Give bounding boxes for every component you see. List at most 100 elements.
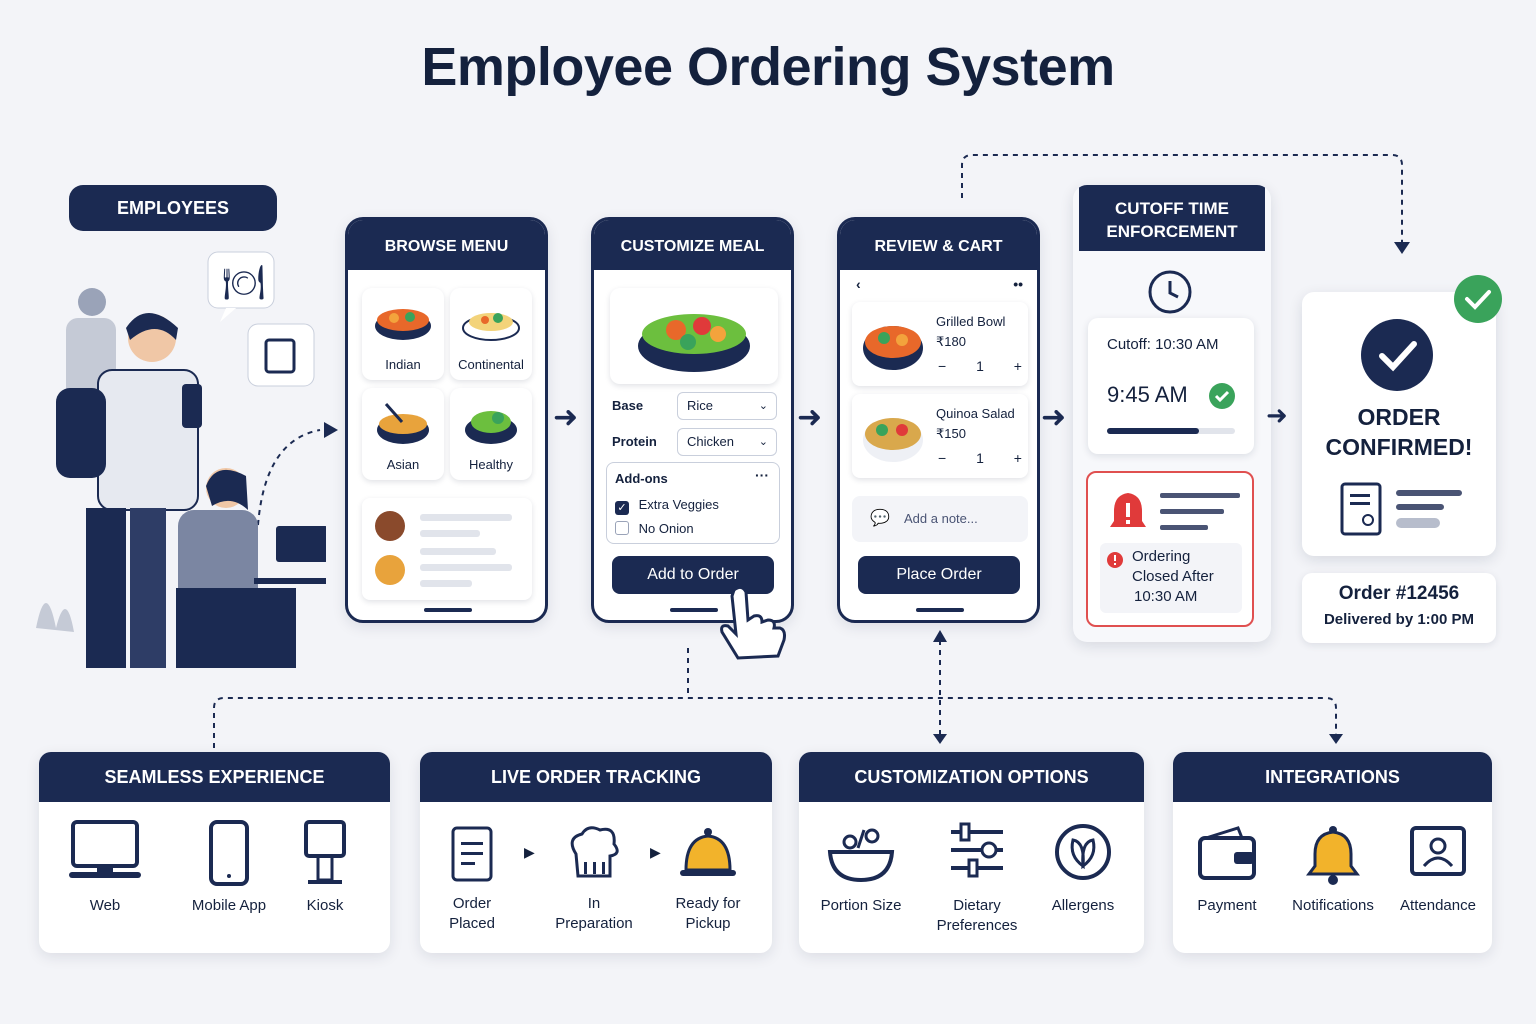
cutoff-status-card: Cutoff: 10:30 AM 9:45 AM bbox=[1088, 318, 1254, 454]
card-title: LIVE ORDER TRACKING bbox=[420, 752, 772, 802]
addon-label: No Onion bbox=[638, 521, 694, 536]
decrement-button[interactable]: − bbox=[938, 450, 947, 466]
card-title: CUSTOMIZATION OPTIONS bbox=[799, 752, 1144, 802]
success-badge-icon bbox=[1454, 275, 1502, 323]
grilled-bowl-icon bbox=[863, 326, 923, 370]
confirmed-line1: ORDER bbox=[1357, 404, 1441, 430]
alert-line: Ordering bbox=[1132, 548, 1191, 565]
customize-meal-screen: CUSTOMIZE MEAL Base Rice⌄ Protein Chicke… bbox=[591, 217, 794, 623]
cart-item: Grilled Bowl ₹180 − 1 + bbox=[852, 302, 1028, 386]
menu-list bbox=[362, 498, 532, 600]
checkbox-icon bbox=[615, 521, 629, 535]
page-title: Employee Ordering System bbox=[421, 37, 1115, 97]
integration-payment: Payment bbox=[1187, 824, 1267, 916]
option-portion-size: Portion Size bbox=[813, 822, 909, 916]
addon-extra-veggies[interactable]: ✓ Extra Veggies bbox=[615, 497, 719, 515]
cutoff-title-line2: ENFORCEMENT bbox=[1106, 222, 1238, 241]
note-icon: 💬 bbox=[870, 510, 890, 527]
home-indicator bbox=[916, 608, 964, 612]
feature-label: Ready for Pickup bbox=[675, 895, 741, 932]
feature-mobile-app: Mobile App bbox=[179, 820, 279, 916]
base-label: Base bbox=[612, 398, 644, 413]
menu-list-thumbs bbox=[375, 511, 512, 587]
category-indian[interactable]: Indian bbox=[362, 288, 444, 380]
confirmed-title: ORDER CONFIRMED! bbox=[1302, 402, 1496, 462]
feature-label: Kiosk bbox=[306, 897, 344, 914]
category-asian[interactable]: Asian bbox=[362, 388, 444, 480]
employees-label: EMPLOYEES bbox=[69, 185, 277, 231]
feature-label: Portion Size bbox=[820, 897, 902, 914]
integration-attendance: Attendance bbox=[1395, 824, 1481, 916]
category-label: Asian bbox=[386, 457, 420, 472]
quantity-stepper: − 1 + bbox=[938, 450, 1022, 466]
addon-no-onion[interactable]: No Onion bbox=[615, 521, 694, 536]
cutoff-alert-card: Ordering Closed After 10:30 AM bbox=[1086, 471, 1254, 627]
add-note-field[interactable]: 💬 Add a note... bbox=[852, 496, 1028, 542]
bell-alert-icon bbox=[1110, 493, 1146, 527]
category-healthy[interactable]: Healthy bbox=[450, 388, 532, 480]
delivery-time: Delivered by 1:00 PM bbox=[1323, 611, 1475, 628]
cutoff-title: CUTOFF TIME ENFORCEMENT bbox=[1079, 185, 1265, 251]
addon-label: Extra Veggies bbox=[638, 497, 719, 512]
alert-text-lines bbox=[1160, 493, 1240, 530]
feature-label: Payment bbox=[1197, 897, 1257, 914]
addons-label: Add-ons bbox=[615, 471, 668, 486]
alert-message-box: Ordering Closed After 10:30 AM bbox=[1100, 543, 1242, 613]
chevron-down-icon: ⌄ bbox=[758, 400, 768, 412]
category-label: Healthy bbox=[468, 457, 514, 472]
cart-item: Quinoa Salad ₹150 − 1 + bbox=[852, 394, 1028, 478]
card-title: SEAMLESS EXPERIENCE bbox=[39, 752, 390, 802]
salad-bowl-icon bbox=[827, 828, 895, 883]
more-icon[interactable]: •• bbox=[1013, 276, 1023, 292]
option-allergens: Allergens bbox=[1043, 822, 1123, 916]
feature-web: Web bbox=[65, 820, 145, 916]
flow-arrow: ➜ bbox=[1041, 401, 1067, 434]
increment-button[interactable]: + bbox=[1013, 358, 1022, 374]
add-to-order-button[interactable]: Add to Order bbox=[612, 556, 774, 594]
customization-options-card: CUSTOMIZATION OPTIONS Portion Size Dieta… bbox=[799, 752, 1144, 953]
item-name: Quinoa Salad bbox=[936, 406, 1015, 421]
feature-label: Dietary Preferences bbox=[936, 897, 1018, 934]
alert-line: 10:30 AM bbox=[1134, 588, 1198, 605]
more-icon[interactable]: ··· bbox=[755, 467, 769, 483]
protein-select[interactable]: Chicken⌄ bbox=[677, 428, 777, 456]
back-icon[interactable]: ‹ bbox=[856, 276, 861, 292]
alert-text: Ordering Closed After 10:30 AM bbox=[1132, 547, 1214, 607]
feature-label: Mobile App bbox=[191, 897, 267, 914]
review-cart-screen: REVIEW & CART ‹ •• Grilled Bowl ₹180 − 1… bbox=[837, 217, 1040, 623]
continental-food-icon bbox=[462, 313, 520, 341]
item-name: Grilled Bowl bbox=[936, 314, 1006, 329]
browse-menu-screen: BROWSE MENU Indian Continental Asian Hea… bbox=[345, 217, 548, 623]
progress-track bbox=[1107, 428, 1235, 434]
seamless-experience-card: SEAMLESS EXPERIENCE Web Mobile App Kiosk bbox=[39, 752, 390, 953]
flow-arrow: ➜ bbox=[1266, 400, 1288, 430]
indian-food-icon bbox=[375, 309, 431, 340]
checkbox-checked-icon: ✓ bbox=[615, 501, 629, 515]
check-circle-icon bbox=[1209, 383, 1235, 409]
tracking-in-preparation: In Preparation bbox=[544, 824, 644, 934]
base-select[interactable]: Rice⌄ bbox=[677, 392, 777, 420]
quantity-stepper: − 1 + bbox=[938, 358, 1022, 374]
feature-kiosk: Kiosk bbox=[295, 820, 355, 916]
order-summary-card: Order #12456 Delivered by 1:00 PM bbox=[1302, 573, 1496, 643]
increment-button[interactable]: + bbox=[1013, 450, 1022, 466]
mobile-icon bbox=[209, 820, 249, 886]
feature-label: Attendance bbox=[1400, 897, 1476, 914]
quinoa-salad-icon bbox=[863, 418, 923, 462]
item-price: ₹150 bbox=[936, 426, 966, 441]
item-qty: 1 bbox=[976, 358, 984, 374]
option-dietary-preferences: Dietary Preferences bbox=[923, 822, 1031, 936]
category-continental[interactable]: Continental bbox=[450, 288, 532, 380]
feature-label: In Preparation bbox=[555, 895, 633, 932]
item-price: ₹180 bbox=[936, 334, 966, 349]
note-placeholder: Add a note... bbox=[904, 511, 978, 526]
sliders-icon bbox=[951, 822, 1003, 878]
place-order-button[interactable]: Place Order bbox=[858, 556, 1020, 594]
wallet-icon bbox=[1198, 826, 1256, 880]
meal-image bbox=[610, 288, 778, 384]
addons-box: Add-ons ··· ✓ Extra Veggies No Onion bbox=[606, 462, 780, 544]
tracking-order-placed: Order Placed bbox=[432, 824, 512, 934]
svg-text:🍽: 🍽 bbox=[222, 264, 265, 302]
decrement-button[interactable]: − bbox=[938, 358, 947, 374]
progress-fill bbox=[1107, 428, 1200, 434]
